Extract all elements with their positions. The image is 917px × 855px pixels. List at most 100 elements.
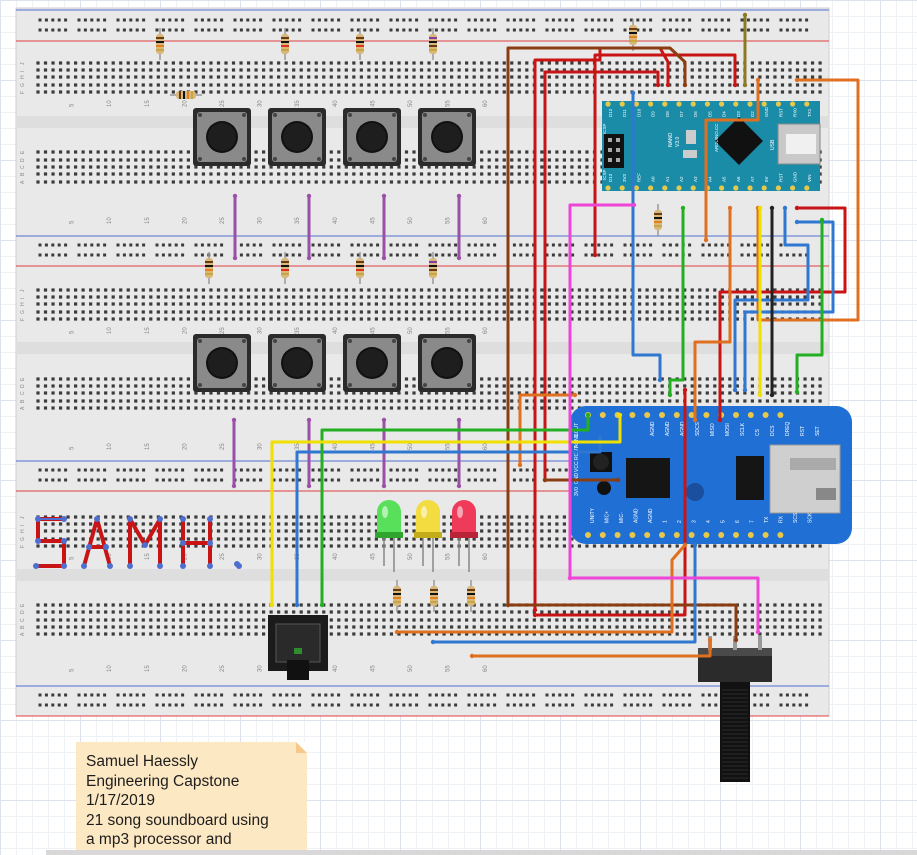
breadboard-hole: [74, 384, 78, 388]
column-number: 35: [295, 443, 301, 450]
breadboard-hole: [104, 610, 108, 614]
breadboard-hole: [359, 515, 363, 519]
breadboard-hole: [683, 618, 687, 622]
breadboard-hole: [111, 165, 115, 169]
breadboard-hole: [58, 529, 63, 533]
letter-a-end: [107, 563, 113, 569]
rail-hole: [753, 693, 757, 697]
breadboard-hole: [262, 384, 266, 388]
rail-hole: [467, 468, 471, 472]
breadboard-hole: [111, 83, 115, 87]
breadboard-hole: [743, 90, 747, 94]
rail-hole: [473, 693, 477, 697]
breadboard-hole: [517, 90, 521, 94]
rail-hole: [376, 28, 380, 32]
rail-hole: [779, 28, 783, 32]
breadboard-hole: [540, 150, 544, 154]
breadboard-hole: [577, 90, 582, 94]
breadboard-hole: [359, 544, 363, 548]
breadboard-hole: [728, 68, 732, 72]
rail-hole: [571, 693, 575, 697]
arduino-pin: [790, 101, 796, 107]
breadboard-hole: [540, 625, 544, 629]
column-number: 40: [333, 665, 339, 672]
rail-hole: [239, 703, 243, 707]
breadboard-hole: [352, 172, 356, 176]
breadboard-hole: [713, 90, 717, 94]
breadboard-hole: [540, 544, 544, 548]
breadboard-hole: [705, 302, 709, 306]
breadboard-hole: [675, 68, 679, 72]
breadboard-hole: [480, 384, 484, 388]
breadboard-hole: [239, 391, 243, 395]
arduino-pin-label: D3: [736, 111, 741, 117]
resistor-band: [205, 261, 213, 263]
rail-hole: [629, 18, 633, 22]
rail-hole: [408, 243, 412, 247]
breadboard-hole: [201, 180, 206, 184]
breadboard-hole: [262, 399, 266, 403]
breadboard-hole: [81, 406, 85, 410]
breadboard-hole: [795, 90, 800, 94]
breadboard-hole: [292, 302, 296, 306]
breadboard-hole: [382, 75, 386, 79]
breadboard-hole: [773, 302, 777, 306]
breadboard-hole: [389, 537, 394, 541]
breadboard-hole: [277, 90, 281, 94]
breadboard-hole: [337, 618, 341, 622]
arduino-pin-label: RST: [778, 173, 783, 182]
push-button-cap-inner: [283, 349, 311, 377]
rail-hole: [428, 693, 432, 697]
breadboard-hole: [74, 68, 78, 72]
breadboard-hole: [134, 384, 138, 388]
rail-hole: [512, 28, 516, 32]
breadboard-hole: [231, 295, 236, 299]
breadboard-hole: [216, 625, 221, 629]
breadboard-hole: [525, 515, 529, 519]
push-button-pin: [242, 383, 246, 387]
rail-hole: [363, 243, 367, 247]
rail-hole: [44, 253, 48, 257]
mp3-pin: [733, 532, 739, 538]
magenta-wire: [568, 576, 760, 634]
breadboard-hole: [231, 302, 236, 306]
breadboard-hole: [149, 632, 153, 636]
breadboard-hole: [547, 295, 551, 299]
breadboard-hole: [156, 377, 160, 381]
breadboard-hole: [58, 384, 63, 388]
breadboard-hole: [668, 68, 672, 72]
breadboard-hole: [171, 537, 175, 541]
pot-pin: [758, 636, 762, 650]
breadboard-hole: [765, 83, 770, 87]
breadboard-hole: [728, 632, 732, 636]
breadboard-hole: [119, 158, 123, 162]
breadboard-hole: [622, 610, 627, 614]
breadboard-hole: [487, 618, 491, 622]
breadboard-hole: [615, 302, 619, 306]
breadboard-hole: [773, 618, 777, 622]
push-button-pin: [198, 383, 202, 387]
rail-hole: [636, 253, 640, 257]
breadboard-hole: [780, 75, 785, 79]
breadboard-hole: [359, 61, 363, 65]
breadboard-hole: [81, 150, 85, 154]
rail-hole: [402, 693, 406, 697]
push-button: [193, 108, 251, 166]
breadboard-hole: [269, 165, 273, 169]
breadboard-hole: [322, 75, 326, 79]
rail-hole: [389, 18, 393, 22]
breadboard-hole: [570, 537, 574, 541]
breadboard-hole: [81, 632, 85, 636]
breadboard-hole: [96, 288, 100, 292]
rail-hole: [44, 478, 48, 482]
breadboard-hole: [720, 83, 724, 87]
breadboard-hole: [803, 90, 807, 94]
breadboard-hole: [104, 632, 108, 636]
push-button-pin: [423, 383, 427, 387]
breadboard-hole: [382, 165, 386, 169]
breadboard-hole: [246, 310, 251, 314]
breadboard-hole: [750, 610, 754, 614]
breadboard-hole: [570, 83, 574, 87]
breadboard-hole: [630, 618, 634, 622]
rail-hole: [805, 693, 809, 697]
